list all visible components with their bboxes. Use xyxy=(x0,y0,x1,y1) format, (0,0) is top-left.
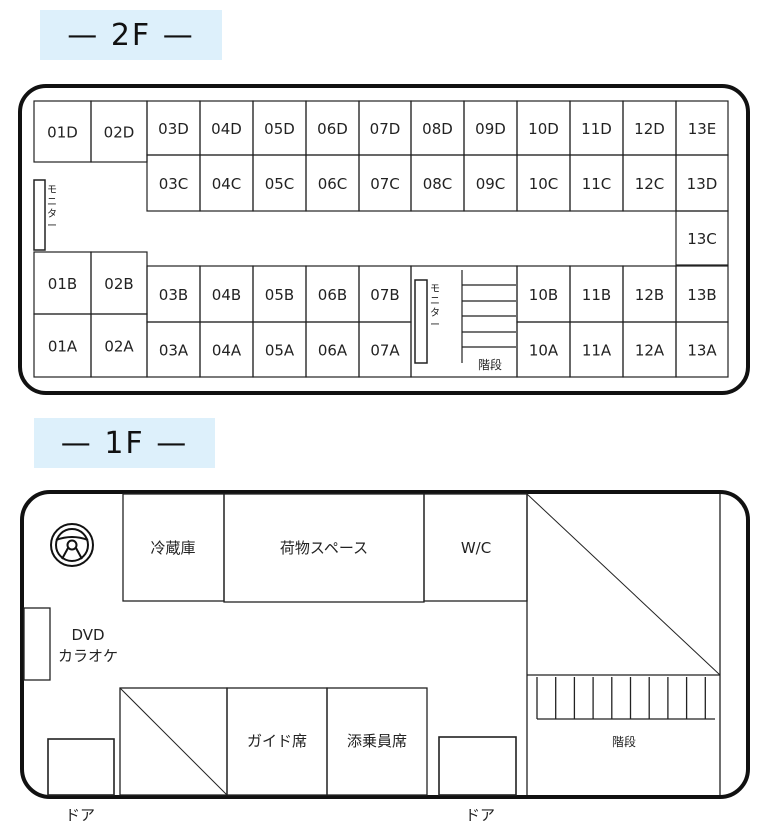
monitor-label-char: ニ xyxy=(47,197,57,208)
floor-1-plan xyxy=(20,490,750,799)
seat-label[interactable]: 05A xyxy=(265,342,295,360)
seat-label[interactable]: 13B xyxy=(687,286,716,304)
monitor-label-char: モ xyxy=(47,185,57,196)
stairs-area xyxy=(410,265,518,378)
seat-label[interactable]: 01D xyxy=(47,124,78,142)
floor-2-outline xyxy=(18,84,750,395)
floor-1-outline xyxy=(20,490,750,799)
guide-seat-label: ガイド席 xyxy=(247,732,307,750)
seat-label[interactable]: 12D xyxy=(634,120,665,138)
wc-label: W/C xyxy=(461,539,491,557)
stairs-2f-label: 階段 xyxy=(478,357,502,372)
door-front-label: ドア xyxy=(65,806,95,824)
conductor-seat-box xyxy=(326,687,428,796)
door-middle-label: ドア xyxy=(465,806,495,824)
seat-label[interactable]: 02A xyxy=(104,338,134,356)
seat-label[interactable]: 04C xyxy=(212,175,242,193)
dvd-karaoke-box xyxy=(23,607,51,681)
monitor-label-char: タ xyxy=(430,307,440,319)
conductor-seat-label: 添乗員席 xyxy=(347,732,407,750)
seat-label[interactable]: 11A xyxy=(582,342,612,360)
seat-label[interactable]: 04A xyxy=(212,342,242,360)
monitor-middle xyxy=(414,279,428,364)
monitor-label-char: ー xyxy=(47,221,57,232)
monitor-label-char: タ xyxy=(47,208,57,220)
fridge-label: 冷蔵庫 xyxy=(150,539,195,557)
seat-label[interactable]: 01B xyxy=(48,275,77,293)
seat-label[interactable]: 11C xyxy=(582,175,612,193)
floor-2-header: — 2F — xyxy=(40,10,222,60)
seat-label[interactable]: 04B xyxy=(212,286,241,304)
monitor-label-char: ー xyxy=(430,320,440,331)
seat-label[interactable]: 03A xyxy=(159,342,189,360)
steering-wheel-icon xyxy=(50,523,94,567)
monitor-label-char: モ xyxy=(430,284,440,295)
floor-2-labels: 01D 02D 03D 04D 05D 06D 07D 08D 09D 10D 11D 12D 13E 0… xyxy=(47,120,717,372)
seat-label[interactable]: 05B xyxy=(265,286,294,304)
seat-label[interactable]: 13D xyxy=(687,175,718,193)
seat-label[interactable]: 12A xyxy=(635,342,665,360)
seat-label[interactable]: 08D xyxy=(422,120,453,138)
seat-label[interactable]: 08C xyxy=(423,175,453,193)
seat-label[interactable]: 06D xyxy=(317,120,348,138)
seat-label[interactable]: 10B xyxy=(529,286,558,304)
dvd-label: DVD xyxy=(71,626,104,644)
seat-label[interactable]: 03D xyxy=(158,120,189,138)
seat-label[interactable]: 13A xyxy=(687,342,717,360)
monitor-label-char: ニ xyxy=(430,296,440,307)
seat-label[interactable]: 06C xyxy=(318,175,348,193)
seat-label[interactable]: 11B xyxy=(582,286,611,304)
seat-label[interactable]: 13C xyxy=(687,230,717,248)
seat-label[interactable]: 09D xyxy=(475,120,506,138)
monitor-left xyxy=(33,179,46,251)
seat-cell[interactable] xyxy=(675,210,729,266)
seat-label[interactable]: 05D xyxy=(264,120,295,138)
stairs-1f-label: 階段 xyxy=(612,734,636,749)
seat-label[interactable]: 02D xyxy=(104,124,135,142)
seat-label[interactable]: 12C xyxy=(635,175,665,193)
luggage-label: 荷物スペース xyxy=(280,539,368,557)
karaoke-label: カラオケ xyxy=(58,647,118,665)
seat-label[interactable]: 05C xyxy=(265,175,295,193)
seat-label[interactable]: 10D xyxy=(528,120,559,138)
seat-label[interactable]: 04D xyxy=(211,120,242,138)
seat-label[interactable]: 13E xyxy=(688,120,717,138)
seat-label[interactable]: 07A xyxy=(370,342,400,360)
seat-label[interactable]: 10C xyxy=(529,175,559,193)
stairs-1f xyxy=(536,677,715,720)
seat-label[interactable]: 11D xyxy=(581,120,612,138)
seat-label[interactable]: 07C xyxy=(370,175,400,193)
seat-label[interactable]: 07D xyxy=(370,120,401,138)
seat-label[interactable]: 07B xyxy=(370,286,399,304)
seat-label[interactable]: 06B xyxy=(318,286,347,304)
seat-label[interactable]: 01A xyxy=(48,338,78,356)
seat-label[interactable]: 02B xyxy=(104,275,133,293)
seat-label[interactable]: 03C xyxy=(159,175,189,193)
door-middle-box xyxy=(438,736,517,796)
seat-label[interactable]: 12B xyxy=(635,286,664,304)
seat-label[interactable]: 10A xyxy=(529,342,559,360)
floor-1-header: — 1F — xyxy=(34,418,215,468)
seat-label[interactable]: 03B xyxy=(159,286,188,304)
seat-label[interactable]: 09C xyxy=(476,175,506,193)
stairs-2f xyxy=(461,270,516,363)
seat-cell[interactable] xyxy=(675,321,729,378)
floor-2-plan xyxy=(18,84,750,395)
floor-1-labels: 冷蔵庫 荷物スペース W/C DVD カラオケ ガイド席 添乗員席 階段 ドア … xyxy=(58,539,636,824)
seat-label[interactable]: 06A xyxy=(318,342,348,360)
door-front-box xyxy=(47,738,115,796)
